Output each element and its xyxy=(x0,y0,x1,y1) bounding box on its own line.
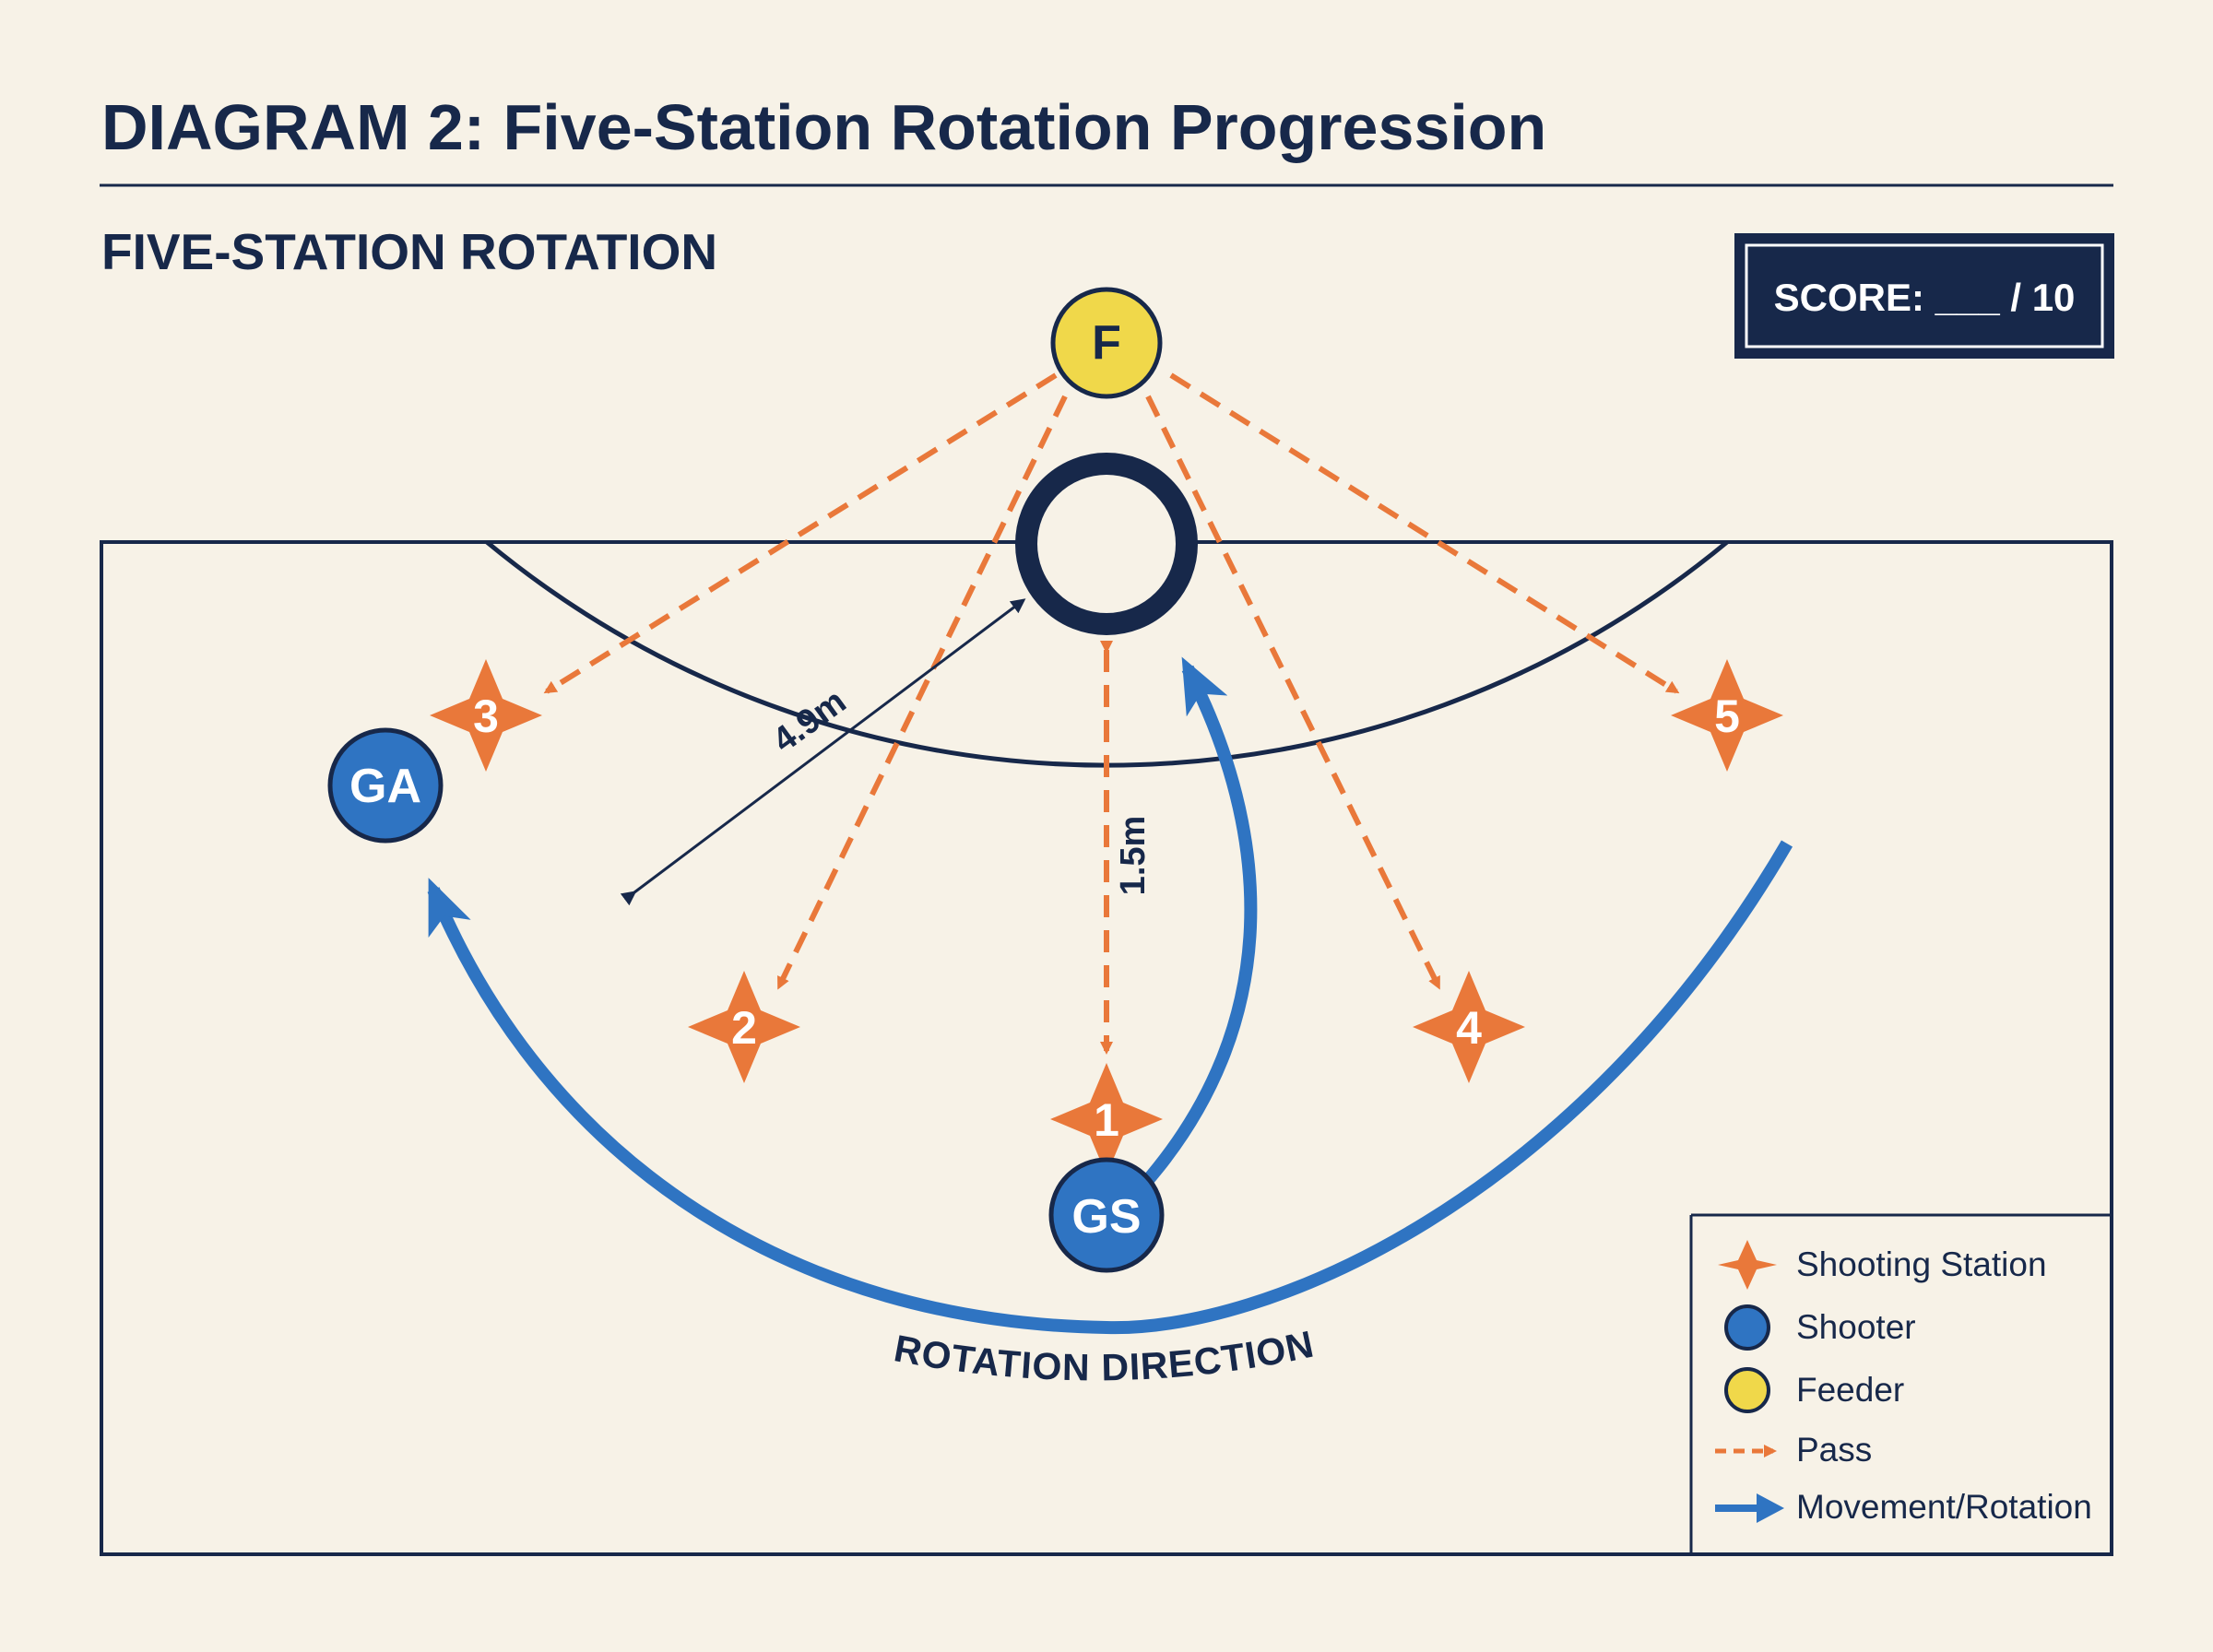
station-number-4: 4 xyxy=(1456,1002,1482,1054)
pass-to-station-3 xyxy=(543,372,1058,694)
orange-star-icon xyxy=(1050,1063,1163,1175)
feeder-label: F xyxy=(1092,316,1121,370)
station-2: 2 xyxy=(688,971,800,1083)
shooter-circle-icon xyxy=(1048,1157,1165,1273)
station-number-2: 2 xyxy=(731,1002,757,1054)
pass-to-station-4 xyxy=(1145,395,1441,990)
legend-label-shooting-station: Shooting Station xyxy=(1796,1245,2047,1283)
station-number-1: 1 xyxy=(1094,1094,1119,1146)
legend-label-movement-rotation: Movement/Rotation xyxy=(1796,1488,2092,1526)
goal-attack-label: GA xyxy=(349,760,421,813)
orange-star-icon xyxy=(1671,659,1783,772)
orange-star-icon xyxy=(430,659,542,772)
legend-label-pass: Pass xyxy=(1796,1431,1872,1469)
distance-measurement-label: 1.5m xyxy=(1114,816,1153,896)
section-title: FIVE-STATION ROTATION xyxy=(101,223,717,280)
feeder-player: F xyxy=(1050,287,1163,399)
goal-ring-icon xyxy=(1015,453,1198,635)
legend-label-feeder: Feeder xyxy=(1796,1371,1904,1409)
rotation-direction-arrow xyxy=(427,840,1793,1335)
page-title: DIAGRAM 2: Five-Station Rotation Progres… xyxy=(101,91,1546,163)
feeder-circle-icon xyxy=(1050,287,1163,399)
radius-measurement-label: 4.9m xyxy=(766,682,854,761)
rotation-arrows xyxy=(427,656,1793,1335)
shooter-circle-icon xyxy=(327,727,444,844)
radius-measure-line xyxy=(620,598,1026,906)
shooter-movement-arrow xyxy=(1136,656,1258,1192)
station-1: 1 xyxy=(1050,1063,1163,1175)
goal-attack-player: GA xyxy=(327,727,444,844)
station-4: 4 xyxy=(1413,971,1525,1083)
station-3: 3 xyxy=(430,659,542,772)
pass-to-station-5 xyxy=(1169,372,1680,694)
goal-post xyxy=(1015,453,1198,635)
legend-label-shooter: Shooter xyxy=(1796,1308,1916,1346)
legend-blue-arrow-icon xyxy=(1757,1493,1784,1523)
score-label: SCORE: ___ / 10 xyxy=(1774,276,2076,319)
station-number-5: 5 xyxy=(1714,690,1740,742)
legend-blue-circle-icon xyxy=(1724,1304,1770,1351)
legend-yellow-circle-icon xyxy=(1724,1367,1770,1413)
orange-star-icon xyxy=(1413,971,1525,1083)
measurement-lines: 4.9m 1.5m xyxy=(620,598,1153,906)
legend-orange-star-icon xyxy=(1718,1240,1777,1290)
orange-star-icon xyxy=(688,971,800,1083)
legend: Shooting Station Shooter Feeder Pass Mov… xyxy=(1689,1213,2112,1554)
goal-shooter-label: GS xyxy=(1071,1190,1141,1244)
station-5: 5 xyxy=(1671,659,1783,772)
score-box: SCORE: ___ / 10 xyxy=(1734,233,2114,359)
station-number-3: 3 xyxy=(473,690,499,742)
goal-shooter-player: GS xyxy=(1048,1157,1165,1273)
